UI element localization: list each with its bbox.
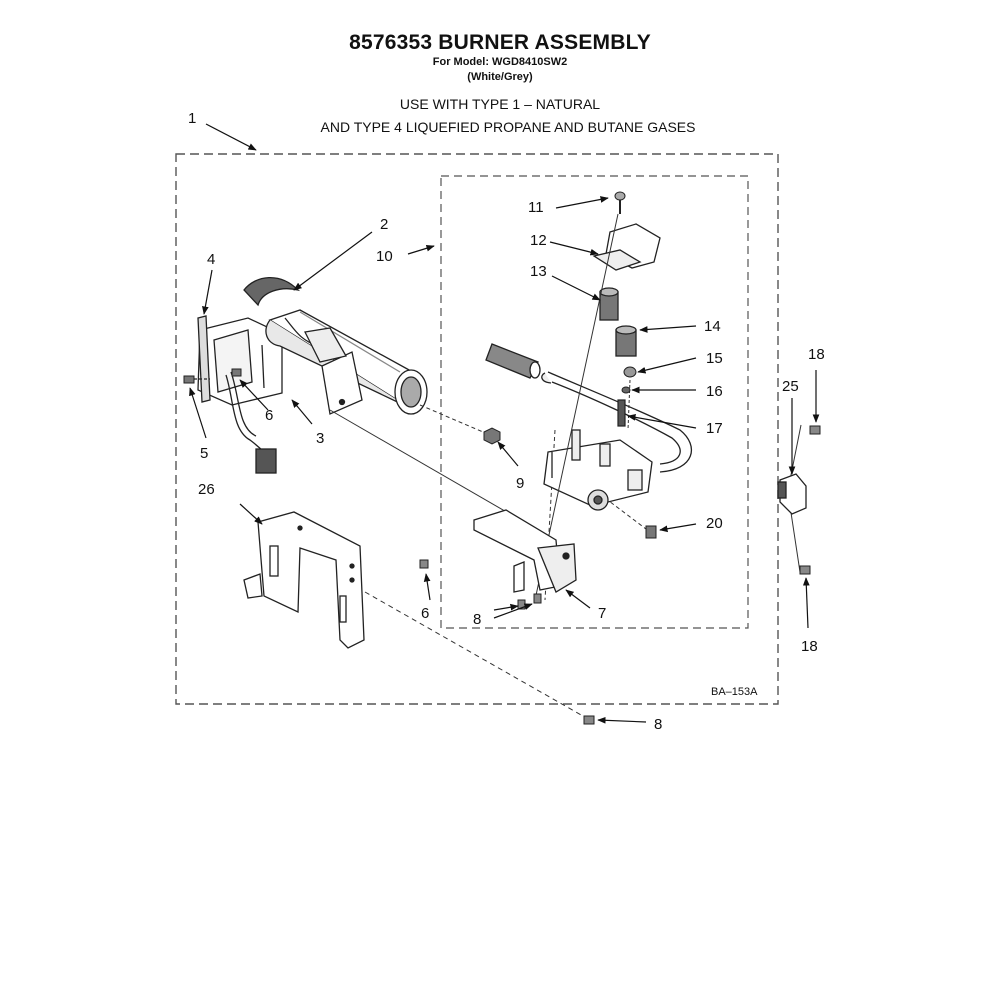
callout-12: 12 <box>530 232 547 249</box>
mounting-bracket <box>197 315 283 406</box>
sensor-bracket <box>777 473 807 515</box>
coil-bracket <box>592 223 661 271</box>
valve-bracket-7 <box>473 509 577 593</box>
callout-7: 7 <box>598 605 606 622</box>
reference-code: BA–153A <box>711 686 758 698</box>
leader-lines <box>189 123 820 724</box>
callout-8-valve: 8 <box>473 611 481 628</box>
gas-type-note-line1: USE WITH TYPE 1 – NATURAL <box>399 96 601 112</box>
spring-17 <box>617 399 626 427</box>
model-label: For Model: WGD8410SW2 <box>432 56 568 68</box>
callout-20: 20 <box>706 515 723 532</box>
burner-orifice-tube <box>485 343 541 379</box>
screw-6-left <box>231 368 242 377</box>
igniter-bracket <box>304 327 363 415</box>
screw-18-top <box>809 425 821 435</box>
callout-11: 11 <box>528 199 544 216</box>
callout-26: 26 <box>198 481 215 498</box>
page-title: 8576353 BURNER ASSEMBLY <box>349 31 651 54</box>
cap-15 <box>623 366 637 378</box>
callout-13: 13 <box>530 263 547 280</box>
callout-16: 16 <box>706 383 723 400</box>
bracket-screw-11 <box>614 191 626 214</box>
callout-6-left: 6 <box>265 407 273 424</box>
valve-coil-14 <box>615 325 637 357</box>
pilot-fitting-16 <box>621 386 631 394</box>
burner-support-bracket <box>243 511 365 649</box>
callout-25: 25 <box>782 378 799 395</box>
assembly-boundary <box>175 153 779 705</box>
callout-18-top: 18 <box>808 346 825 363</box>
callout-3: 3 <box>316 430 324 447</box>
callout-6-valve: 6 <box>421 605 429 622</box>
callout-8-bottom: 8 <box>654 716 662 733</box>
callout-2: 2 <box>380 216 388 233</box>
color-label: (White/Grey) <box>467 71 533 83</box>
callout-17: 17 <box>706 420 723 437</box>
screw-5 <box>183 375 210 384</box>
screws-8 <box>419 559 595 725</box>
valve-coil-13 <box>599 287 619 321</box>
gas-valve <box>543 429 653 511</box>
callout-10: 10 <box>376 248 393 265</box>
gas-type-note-line2: AND TYPE 4 LIQUEFIED PROPANE AND BUTANE … <box>320 119 696 135</box>
callout-1: 1 <box>188 110 196 127</box>
valve-subassembly-boundary <box>440 175 749 629</box>
gas-supply-tube <box>541 371 693 473</box>
callout-4: 4 <box>207 251 215 268</box>
callout-5: 5 <box>200 445 208 462</box>
callout-14: 14 <box>704 318 721 335</box>
callout-18-bottom: 18 <box>801 638 818 655</box>
wire-harness <box>225 371 277 474</box>
callout-15: 15 <box>706 350 723 367</box>
nut-9 <box>483 427 501 445</box>
screw-18-bottom <box>799 565 811 575</box>
plug-20 <box>645 525 657 539</box>
callout-9: 9 <box>516 475 524 492</box>
